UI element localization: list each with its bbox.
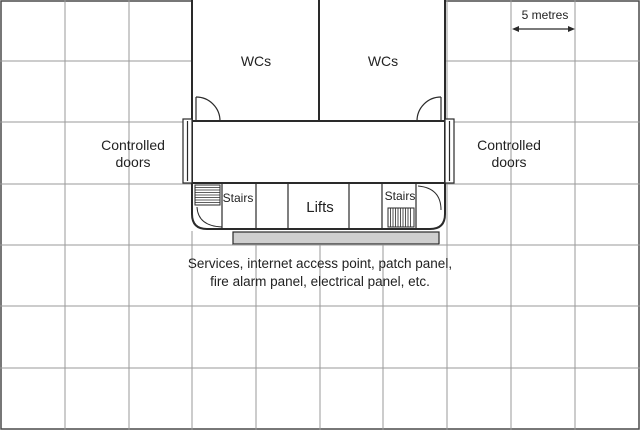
wc-label-right: WCs — [368, 53, 398, 69]
lifts-stairs-block — [191, 183, 446, 230]
wc-door-left — [195, 96, 221, 122]
services-note-line2: fire alarm panel, electrical panel, etc. — [210, 274, 430, 289]
wc-door-right — [416, 96, 442, 122]
stairs-left-treads — [194, 184, 223, 228]
wc-walls — [191, 0, 446, 121]
services-panel — [232, 231, 440, 245]
controlled-doors-right-label-line2: doors — [491, 154, 526, 170]
controlled-doors-left-label-line2: doors — [115, 154, 150, 170]
lifts-label: Lifts — [306, 199, 334, 216]
wc-label-left: WCs — [241, 53, 271, 69]
controlled-door-right — [444, 118, 455, 184]
scale-label: 5 metres — [522, 8, 569, 22]
stairs-label-left: Stairs — [223, 191, 254, 205]
stairs-label-right: Stairs — [385, 189, 416, 203]
scale-bar — [512, 26, 575, 32]
stairs-right-treads — [387, 185, 442, 228]
controlled-door-left — [182, 118, 193, 184]
controlled-doors-left-label-line1: Controlled — [101, 137, 165, 153]
controlled-doors-right-label-line1: Controlled — [477, 137, 541, 153]
services-note-line1: Services, internet access point, patch p… — [188, 256, 452, 271]
